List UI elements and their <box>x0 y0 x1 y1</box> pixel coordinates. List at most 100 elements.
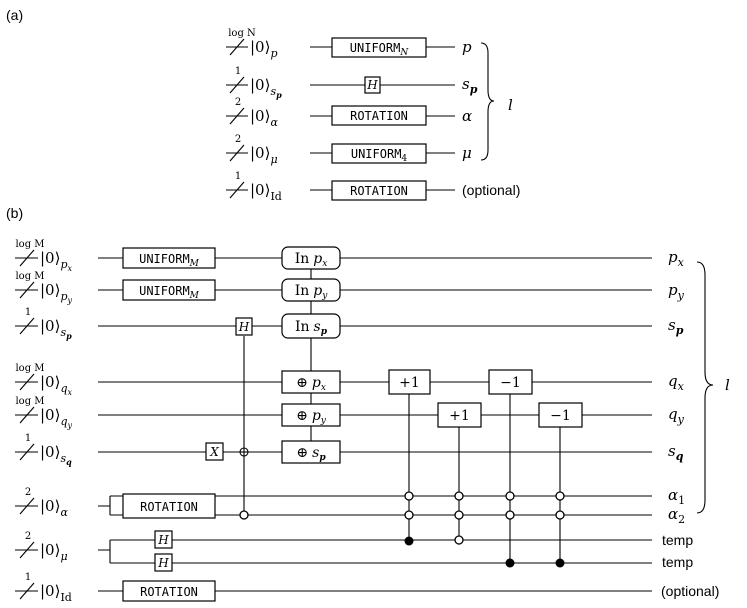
ket-a-5-bg <box>248 181 310 199</box>
gate-uniform-4 <box>331 143 427 164</box>
ket-b-5-bg <box>38 405 98 427</box>
slash-b-4 <box>19 373 35 391</box>
out-b-alpha2: α2 <box>668 505 685 526</box>
ket-b-2: |0⟩py <box>40 281 73 305</box>
gate-in-sp <box>281 313 341 339</box>
ctrl-open-alpha1-c1 <box>404 491 414 501</box>
slash-b-1 <box>19 249 35 267</box>
brace-b <box>696 261 714 514</box>
size-b-11: 1 <box>25 572 31 583</box>
gate-oplus-py <box>281 403 341 427</box>
out-b-qy: qy <box>668 405 685 426</box>
size-b-9: 2 <box>25 531 31 542</box>
out-a-4: μ <box>462 144 472 162</box>
size-a-1: log N <box>228 28 256 39</box>
slash-b-7 <box>19 497 35 515</box>
gate-plus1-qy <box>437 402 482 428</box>
out-b-sp: sp <box>668 316 684 337</box>
gate-rotation-alpha <box>122 493 216 519</box>
ket-a-1-bg <box>248 38 310 56</box>
ket-a-2-bg <box>248 76 310 96</box>
ket-a-3: |0⟩α <box>250 107 278 129</box>
panel-b-kets: |0⟩px |0⟩py |0⟩sp |0⟩qx |0⟩qy |0⟩sq |0⟩α… <box>38 248 98 604</box>
size-a-2: 1 <box>235 66 241 77</box>
ket-a-1: |0⟩p <box>250 38 278 60</box>
ket-a-4: |0⟩μ <box>250 144 278 166</box>
ket-b-9-bg <box>38 540 98 562</box>
size-b-7: 2 <box>25 487 31 498</box>
ket-a-4-bg <box>248 144 310 162</box>
out-a-5: (optional) <box>462 182 520 198</box>
slash-a-2 <box>229 76 245 94</box>
slash-a-5 <box>229 181 245 199</box>
panel-a-outputs: p sp α μ (optional) <box>455 36 520 198</box>
gate-h-a <box>364 76 381 94</box>
size-b-1: log M <box>15 239 44 250</box>
ket-b-1: |0⟩px <box>40 249 73 273</box>
size-b-6: 1 <box>25 433 31 444</box>
out-b-qx: qx <box>668 372 685 393</box>
ctrl-filled-temp1-c1 <box>404 536 414 546</box>
gate-h-temp1-label: H <box>157 533 169 547</box>
slash-b-5 <box>19 406 35 424</box>
ctrl-filled-temp2-c4 <box>555 558 565 568</box>
slash-a-1 <box>229 38 245 56</box>
out-b-temp2: temp <box>662 554 693 570</box>
ket-b-9: |0⟩μ <box>40 541 68 563</box>
gate-rotation-id <box>122 580 216 602</box>
brace-b-label: l <box>725 376 730 394</box>
out-b-optional: (optional) <box>661 583 719 599</box>
panel-b-gates: UNIFORMM UNIFORMM H X ROTATION H H ROTAT… <box>122 246 583 602</box>
gate-plus1-qx-label: +1 <box>399 375 420 391</box>
ket-a-5: |0⟩Id <box>250 181 282 203</box>
gate-rotation-a-label: ROTATION <box>350 109 408 123</box>
gate-oplus-px <box>281 370 341 394</box>
ctrl-open-alpha1-c2 <box>454 491 464 501</box>
gate-x-sq-label: X <box>209 445 219 459</box>
gate-h-temp2 <box>154 553 173 572</box>
ctrl-open-alpha1-c3 <box>505 491 515 501</box>
gate-uniform-m-px-label: UNIFORMM <box>139 252 200 269</box>
slash-a-4 <box>229 144 245 162</box>
gate-h-sp <box>235 317 253 336</box>
gate-plus1-qx <box>388 369 431 395</box>
gate-h-sp-label: H <box>238 320 250 334</box>
gate-minus1-qy <box>538 402 583 428</box>
ket-b-1-bg <box>38 248 98 270</box>
panel-b-control-dots <box>239 447 565 568</box>
gate-uniform-n-label: UNIFORMN <box>350 41 410 58</box>
gate-minus1-qx <box>488 369 533 395</box>
slash-b-2 <box>19 281 35 299</box>
gate-minus1-qx-label: −1 <box>500 375 521 391</box>
gate-rotation-alpha-label: ROTATION <box>140 500 198 514</box>
ctrl-open-alpha1-c4 <box>555 491 565 501</box>
out-b-temp1: temp <box>662 532 693 548</box>
panel-a-gates: UNIFORMN H ROTATION UNIFORM4 ROTATION <box>331 37 427 201</box>
size-a-4: 2 <box>235 134 241 145</box>
out-b-px: px <box>668 248 685 269</box>
gate-in-py <box>281 278 341 302</box>
ctrl-open-alpha2-c2 <box>454 510 464 520</box>
size-b-2: log M <box>15 271 44 282</box>
size-a-3: 2 <box>235 97 241 108</box>
slash-b-3 <box>19 317 35 335</box>
panel-b-label: (b) <box>6 205 23 221</box>
ket-b-6: |0⟩sq <box>40 443 72 467</box>
gate-in-px <box>281 246 341 270</box>
slash-a-3 <box>229 107 245 125</box>
gate-uniform-m-py-label: UNIFORMM <box>139 284 200 301</box>
gate-plus1-qy-label: +1 <box>449 408 470 424</box>
ket-b-6-bg <box>38 442 98 464</box>
out-a-1-bg <box>455 36 485 54</box>
out-a-2: sp <box>462 75 478 96</box>
brace-a-label: l <box>508 96 513 114</box>
gate-uniform-4-label: UNIFORM4 <box>351 147 408 164</box>
ctrl-open-alpha2-c3 <box>505 510 515 520</box>
size-a-5: 1 <box>235 171 241 182</box>
ket-b-4-bg <box>38 372 98 394</box>
gate-x-sq <box>205 442 224 461</box>
ket-b-3-bg <box>38 316 98 338</box>
